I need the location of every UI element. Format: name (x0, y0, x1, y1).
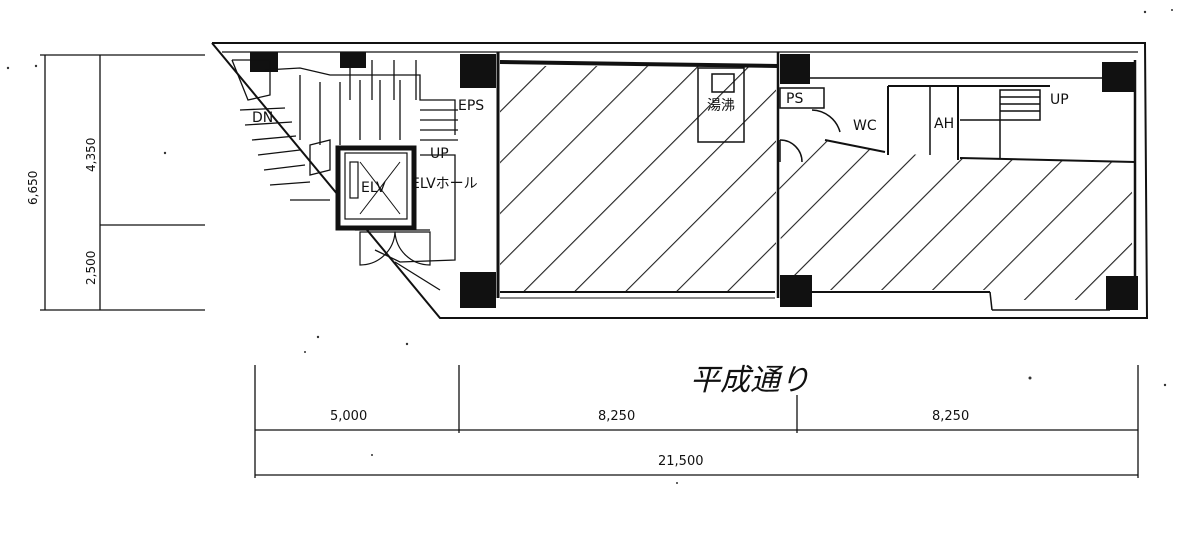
eps-label: EPS (458, 98, 484, 114)
structural-columns (250, 52, 1138, 310)
hatched-office-area-center (500, 66, 776, 291)
pipe-shaft-label: PS (786, 91, 803, 107)
water-heater-label: 湯沸 (707, 97, 735, 114)
dim-segment-2: 8,250 (598, 409, 635, 424)
elevator-shaft (335, 145, 417, 231)
street-name: 平成通り (690, 363, 810, 398)
stair-down-label: DN (252, 110, 273, 126)
dim-vertical-total: 6,650 (26, 171, 40, 205)
stair-up-label: UP (430, 146, 449, 162)
hall-door-swing (359, 231, 431, 266)
dim-segment-3: 8,250 (932, 409, 969, 424)
scan-specks (6, 9, 1173, 484)
dim-vertical-lower: 2,500 (84, 251, 98, 285)
dim-total: 21,500 (658, 454, 704, 469)
service-rooms (697, 67, 1041, 163)
elevator-hall-label: ELVホール (411, 176, 478, 192)
building-outline (211, 42, 1149, 319)
air-handler-label: AH (934, 116, 954, 132)
elevator-label: ELV (361, 180, 386, 196)
wc-label: WC (853, 118, 877, 134)
stair-core (231, 59, 458, 291)
dim-vertical-upper: 4,350 (84, 138, 98, 172)
right-stair-up-label: UP (1050, 92, 1069, 108)
horizontal-dimension-lines (254, 365, 1139, 478)
dim-segment-1: 5,000 (330, 409, 367, 424)
hatched-office-area-right (778, 140, 1132, 300)
vertical-dimension-lines (40, 54, 205, 311)
